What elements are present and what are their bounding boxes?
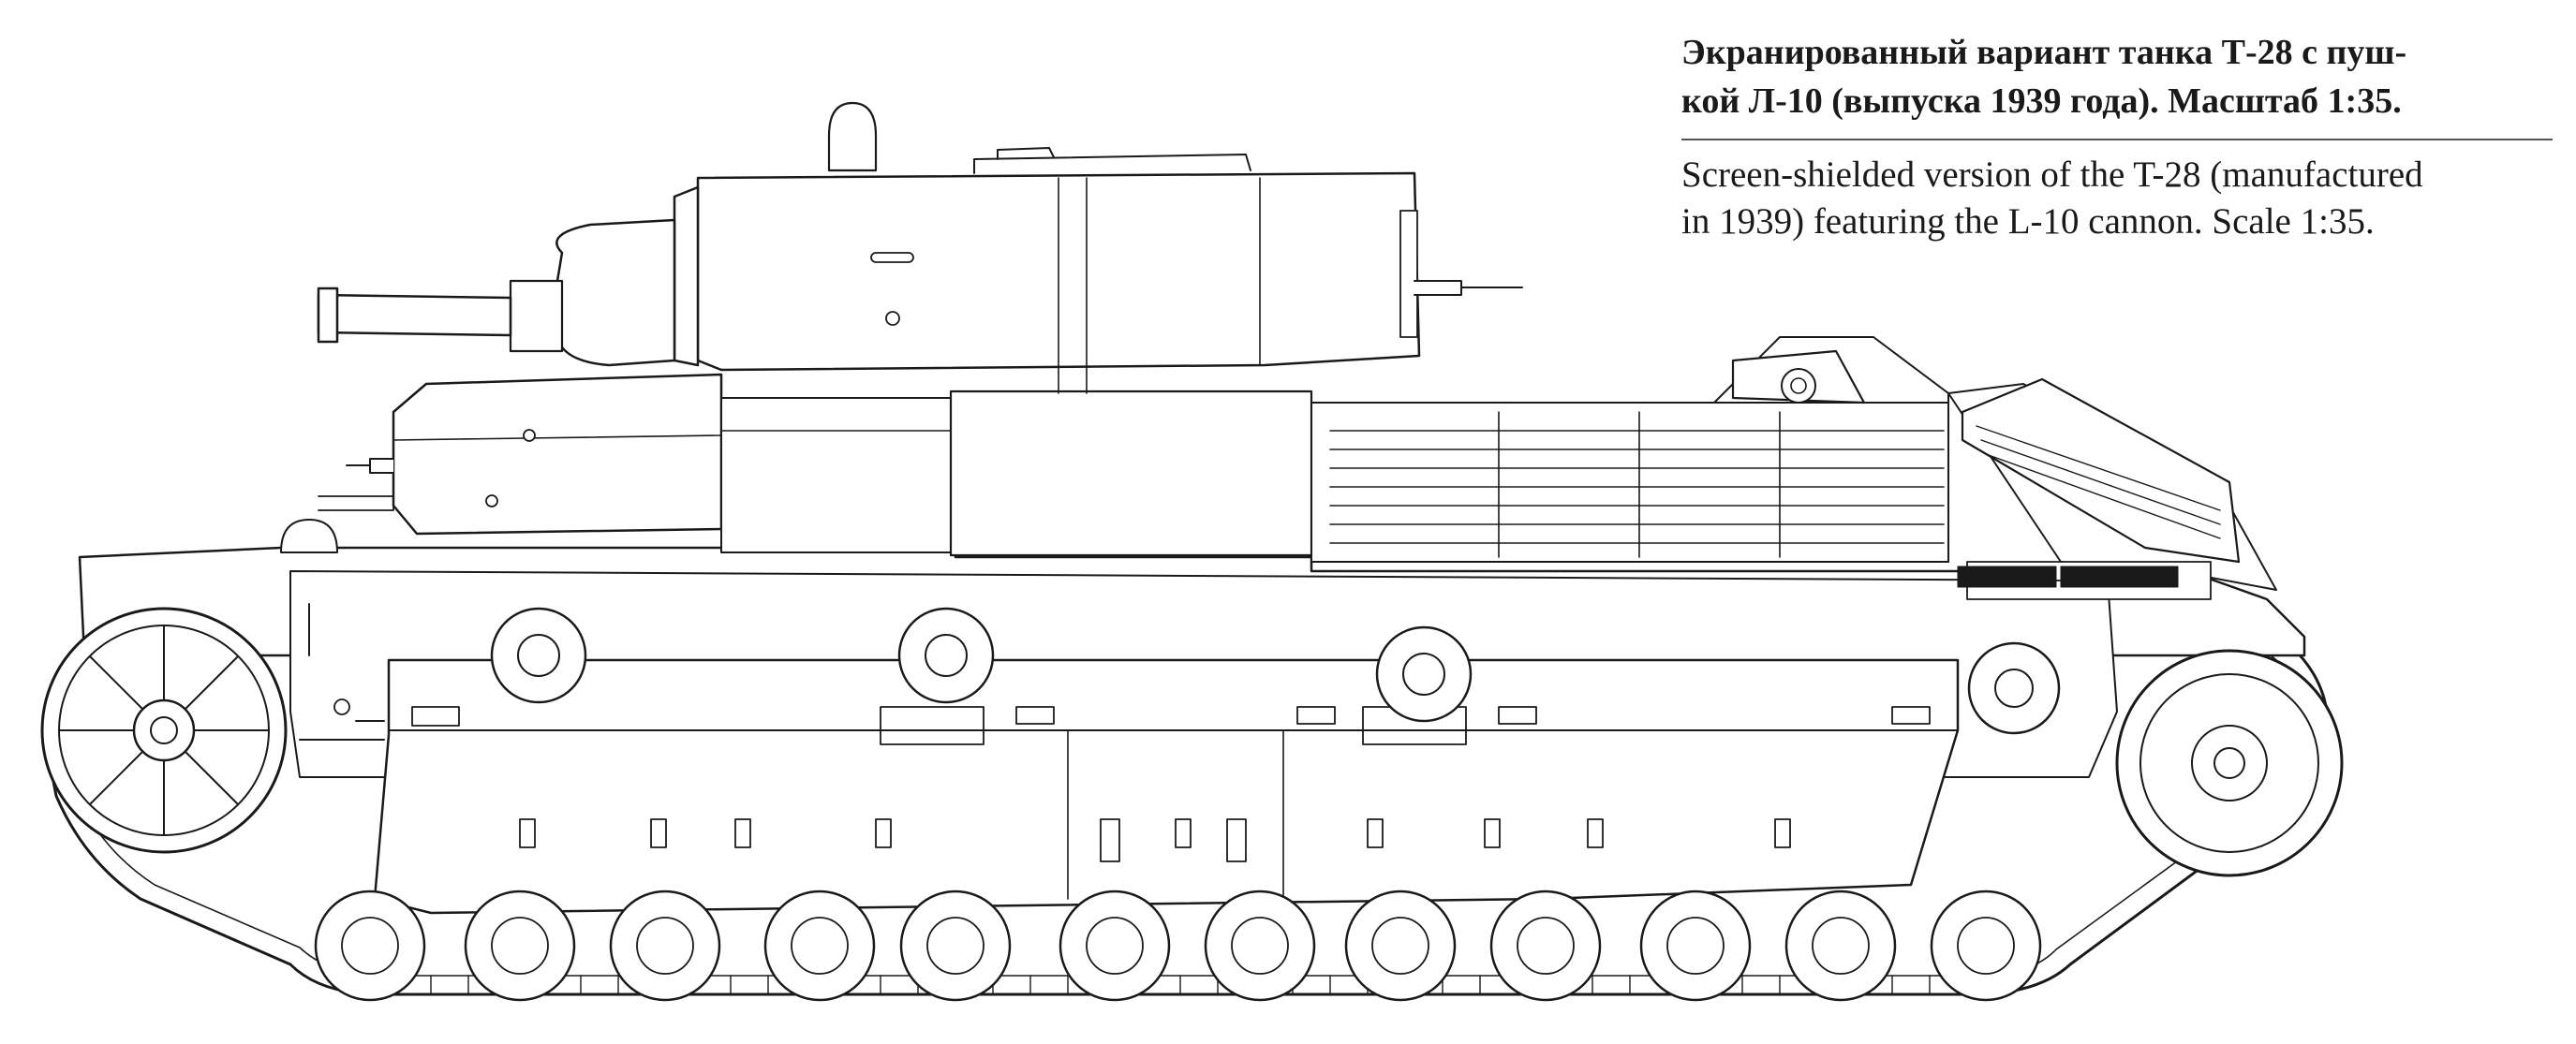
rear-superstructure (720, 390, 2212, 600)
main-gun (317, 218, 676, 367)
skirt-plate (373, 658, 1960, 915)
drive-sprocket (40, 607, 288, 854)
caption-block: Экранированный вариант танка Т-28 с пуш-… (1681, 28, 2553, 245)
engine-louvres (1329, 411, 1945, 558)
front-details (280, 495, 394, 741)
caption-english: Screen-shielded version of the T-28 (man… (1681, 152, 2553, 245)
road-wheels (314, 890, 2042, 1002)
exhaust-cover (1961, 377, 2241, 564)
skirt-armor (373, 658, 1960, 915)
caption-russian-line: Экранированный вариант танка Т-28 с пуш- (1681, 33, 2407, 72)
caption-russian: Экранированный вариант танка Т-28 с пуш-… (1681, 28, 2553, 125)
caption-divider (1681, 139, 2553, 140)
rear-turret-stub (1731, 349, 1866, 404)
mg-in-turret (1414, 280, 1523, 296)
skirt-hinges (519, 818, 1791, 862)
idler-wheel (2115, 649, 2344, 877)
main-turret (673, 101, 1523, 394)
caption-russian-line: кой Л-10 (выпуска 1939 года). Масштаб 1:… (1681, 81, 2402, 121)
gun-barrel (317, 293, 512, 337)
return-rollers (490, 607, 2061, 735)
caption-english-line: Screen-shielded version of the T-28 (man… (1681, 154, 2423, 195)
periscope (827, 101, 878, 172)
turret-hatch (973, 147, 1251, 174)
deck-boxes (1957, 566, 2179, 588)
caption-english-line: in 1939) featuring the L-10 cannon. Scal… (1681, 201, 2375, 242)
front-mg-turret (346, 373, 723, 536)
gun-mantlet (555, 218, 676, 367)
